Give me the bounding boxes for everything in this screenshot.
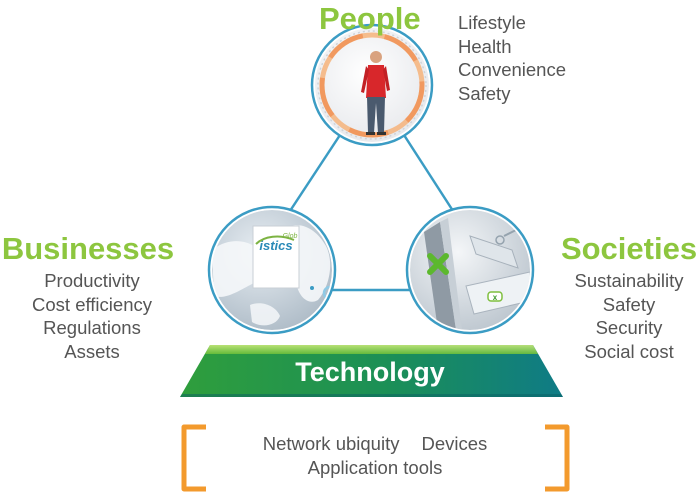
- x-logo-small: x: [493, 293, 498, 302]
- societies-image: x: [405, 205, 535, 335]
- bracket-right: [545, 424, 570, 492]
- people-image: [310, 23, 434, 147]
- businesses-item-productivity: Productivity: [44, 270, 140, 291]
- globe-logo-mark: Glob: [283, 233, 298, 240]
- logistics-logo: istics: [259, 238, 292, 253]
- technology-bar: [180, 345, 563, 397]
- people-item-safety: Safety: [458, 82, 511, 104]
- technology-label: Technology: [295, 357, 445, 387]
- people-item-health: Health: [458, 35, 512, 57]
- businesses-item-assets: Assets: [64, 340, 120, 362]
- businesses-image: istics Glob: [207, 205, 337, 335]
- enablers-row-1: Network ubiquity Devices: [200, 432, 550, 456]
- enabler-network-ubiquity: Network ubiquity: [262, 433, 400, 454]
- people-item-lifestyle: Lifestyle: [458, 12, 526, 33]
- people-list: Lifestyle Health Convenience Safety: [458, 11, 566, 105]
- connector-people-businesses: [286, 134, 342, 215]
- businesses-item-cost-efficiency: Cost efficiency: [32, 293, 152, 315]
- bracket-left: [181, 424, 206, 492]
- businesses-list: Productivity Cost efficiency Regulations…: [0, 269, 184, 363]
- societies-heading: Societies: [560, 231, 698, 266]
- societies-item-safety: Safety: [602, 293, 656, 315]
- societies-list: Sustainability Safety Security Social co…: [560, 269, 698, 363]
- societies-item-social-cost: Social cost: [584, 340, 674, 362]
- people-heading: People: [319, 1, 421, 36]
- connector-people-societies: [402, 134, 457, 215]
- societies-item-sustainability: Sustainability: [574, 270, 684, 291]
- enablers-row-2: Application tools: [200, 456, 550, 480]
- connector-lines: [286, 134, 457, 292]
- businesses-heading: Businesses: [1, 231, 175, 266]
- person-figure: [361, 51, 390, 135]
- people-item-convenience: Convenience: [458, 59, 566, 80]
- enabler-devices: Devices: [421, 433, 488, 454]
- businesses-item-regulations: Regulations: [43, 317, 141, 338]
- enablers-bracket: [181, 424, 570, 492]
- enabler-application-tools: Application tools: [307, 457, 443, 478]
- societies-item-security: Security: [595, 317, 663, 338]
